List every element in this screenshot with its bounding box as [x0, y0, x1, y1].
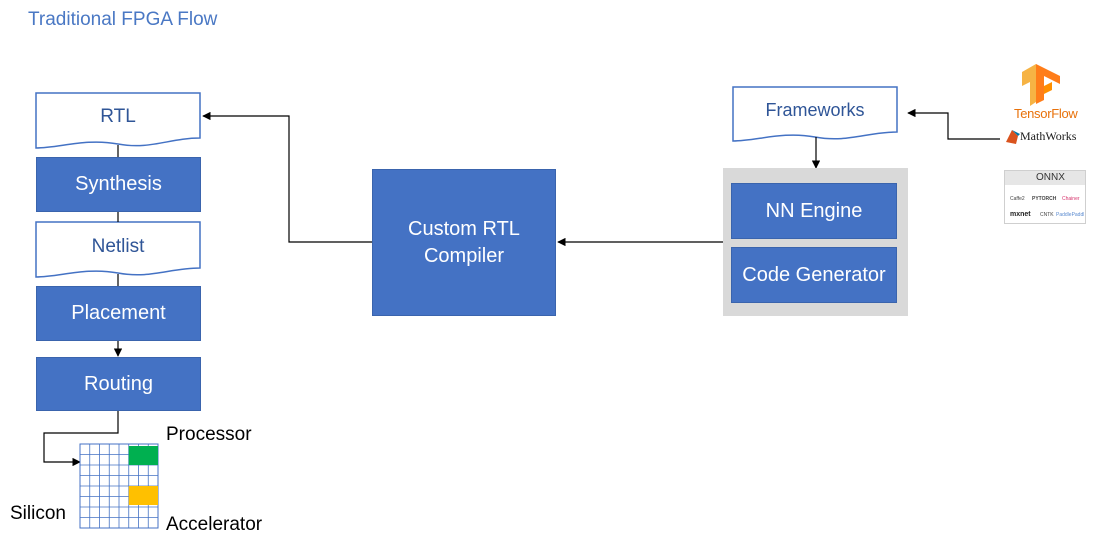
- mathworks-wordmark: MathWorks: [1020, 129, 1077, 143]
- frameworks-document-shape: [732, 86, 898, 142]
- diagram-title: Traditional FPGA Flow: [28, 9, 218, 30]
- accelerator-region: [128, 486, 158, 505]
- processor-region: [128, 446, 158, 465]
- tensorflow-logo-icon: [1022, 64, 1060, 106]
- compiler-line1: Custom RTL: [408, 217, 520, 240]
- caffe2-logo: Caffe2: [1010, 196, 1025, 202]
- netlist-document-shape: [35, 221, 201, 278]
- processor-label: Processor: [166, 424, 252, 445]
- accelerator-label: Accelerator: [166, 514, 263, 535]
- silicon-label: Silicon: [10, 503, 66, 524]
- placement-box: Placement: [36, 286, 201, 341]
- code-generator-box: Code Generator: [731, 247, 897, 303]
- tensorflow-wordmark: TensorFlow: [1014, 106, 1078, 121]
- custom-rtl-compiler-box: Custom RTL Compiler: [372, 169, 556, 316]
- paddle-logo: PaddlePaddle: [1056, 212, 1084, 218]
- mathworks-logo-icon: [1006, 130, 1020, 144]
- synthesis-box: Synthesis: [36, 157, 201, 212]
- frameworks-label: Frameworks: [765, 99, 865, 120]
- pytorch-logo: PYTORCH: [1032, 196, 1057, 202]
- netlist-label: Netlist: [91, 236, 145, 257]
- nn-engine-box: NN Engine: [731, 183, 897, 239]
- chainer-logo: Chainer: [1062, 196, 1080, 202]
- onnx-header: [1005, 171, 1085, 185]
- rtl-label: RTL: [100, 106, 136, 127]
- mxnet-logo: mxnet: [1010, 211, 1031, 218]
- rtl-document-shape: [35, 92, 201, 149]
- cntk-logo: CNTK: [1040, 212, 1054, 218]
- routing-box: Routing: [36, 357, 201, 411]
- compiler-line2: Compiler: [423, 244, 505, 267]
- silicon-grid: [79, 443, 159, 529]
- onnx-wordmark: ONNX: [1036, 172, 1065, 183]
